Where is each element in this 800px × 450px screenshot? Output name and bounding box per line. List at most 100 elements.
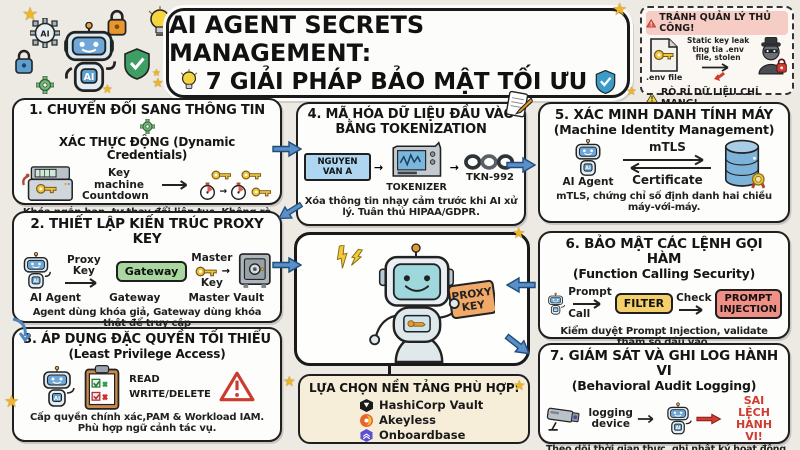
star-icon: ★ (4, 392, 20, 412)
svg-text:KEY: KEY (461, 299, 486, 314)
flow-arrow-p4-p5 (506, 156, 536, 174)
input-name-chip: NGUYEN VAN A (304, 153, 371, 182)
arrow-right-icon (702, 63, 729, 72)
arrow-right-icon (64, 277, 97, 288)
tokenizer-label: TOKENIZER (386, 182, 447, 194)
database-icon (725, 139, 766, 189)
panel4-title2: BẰNG TOKENIZATION (335, 121, 487, 137)
red-arrow-icon (696, 413, 722, 425)
gateway-chip: Gateway (115, 260, 188, 282)
padlock-blue-icon (15, 49, 33, 74)
logging-device-label: logging device (588, 406, 633, 431)
warning-triangle-icon (219, 371, 255, 402)
filter-chip: FILTER (614, 293, 674, 315)
star-icon: ★ (512, 224, 526, 242)
key-machine-icon (22, 166, 73, 202)
curved-red-arrow-icon (714, 71, 726, 81)
ai-gear-icon: AI (30, 18, 60, 48)
key-icon (211, 170, 231, 180)
panel-1-dynamic-credentials: 1. CHUYỂN ĐỔI SANG THÔNG TIN XÁC THỰC ĐỘ… (12, 98, 282, 230)
svg-text:AI: AI (554, 308, 557, 312)
key-icon (251, 187, 272, 197)
arrow-right-icon (162, 180, 188, 191)
certificate-label: Certificate (632, 172, 703, 187)
arrow-right-icon (573, 299, 601, 309)
title-line1: AI AGENT SECRETS MANAGEMENT: (169, 11, 425, 67)
panel7-title2: (Behavioral Audit Logging) (571, 378, 757, 394)
onboardbase-icon (360, 428, 373, 442)
warning-triangle-icon (646, 18, 656, 27)
flow-arrow-p2-center (272, 256, 302, 274)
warning-box: TRÁNH QUẢN LÝ THỦ CÔNG! .env file Static… (640, 6, 794, 109)
svg-text:AI: AI (675, 425, 680, 431)
shield-check-icon (595, 69, 616, 95)
panel-7-audit-logging: 7. GIÁM SÁT VÀ GHI LOG HÀNH VI (Behavior… (538, 343, 790, 450)
call-label: Call (568, 307, 591, 320)
key-icon (241, 170, 261, 180)
robot-icon: AI (548, 292, 566, 315)
key-icon (195, 266, 217, 277)
arrow-right-icon (678, 304, 703, 315)
warning-title: TRÁNH QUẢN LÝ THỦ CÔNG! (659, 12, 771, 34)
shield-check-icon (124, 48, 150, 80)
panel4-title1: 4. MÃ HÓA DỮ LIỆU ĐẦU VÀO (307, 107, 515, 122)
proxy-key-card: PROXY KEY (447, 279, 495, 320)
env-file-group: .env file (646, 37, 682, 82)
panel6-caption: Kiểm duyệt Prompt Injection, validate th… (560, 325, 768, 349)
panel4-caption: Xóa thông tin nhạy cảm trước khi AI xử l… (304, 195, 518, 219)
platform-item-hashicorp: HashiCorp Vault (360, 398, 483, 412)
title-box: AI AGENT SECRETS MANAGEMENT: 7 GIẢI PHÁP… (166, 8, 630, 98)
panel7-caption: Theo dõi thời gian thực, ghi nhật ký hoạ… (546, 444, 790, 450)
platform-item-akeyless: Akeyless (360, 413, 436, 427)
platform-box: LỰA CHỌN NỀN TẢNG PHÙ HỢP: HashiCorp Vau… (298, 374, 530, 444)
flow-arrow-p1-p4 (272, 140, 302, 158)
panel3-caption: Cấp quyền chính xác,PAM & Workload IAM. … (29, 411, 265, 435)
robot-icon: AI (666, 402, 692, 435)
master-vault-label: Master Vault (188, 292, 264, 305)
robot-icon: AI (23, 252, 51, 289)
gear-small-icon (36, 76, 54, 94)
tokenizer-machine-icon (392, 141, 442, 177)
panel3-title1: 3. ÁP DỤNG ĐẶC QUYỀN TỐI THIỂU (23, 332, 271, 347)
bidirectional-arrows-icon (623, 154, 712, 174)
vault-safe-icon (239, 253, 272, 289)
svg-text:AI: AI (40, 30, 49, 39)
robot-icon: AI (575, 139, 601, 176)
platform-title: LỰA CHỌN NỀN TẢNG PHÙ HỢP: (308, 381, 520, 395)
connector-line (388, 363, 391, 375)
center-robot-box: PROXY KEY (294, 232, 530, 366)
panel-3-least-privilege: 3. ÁP DỤNG ĐẶC QUYỀN TỐI THIỂU (Least Pr… (12, 327, 282, 442)
svg-text:AI: AI (585, 166, 591, 172)
check-label: Check (676, 292, 712, 305)
star-icon: ★ (513, 378, 526, 394)
panel3-title2: (Least Privilege Access) (68, 346, 226, 361)
warning-banner: TRÁNH QUẢN LÝ THỦ CÔNG! (646, 11, 788, 35)
key-machine-label: Key machine (94, 167, 144, 191)
env-file-icon (650, 38, 678, 72)
write-delete-label: WRITE/DELETE (129, 388, 211, 400)
panel6-title1: 6. BẢO MẬT CÁC LỆNH GỌI HÀM (565, 236, 763, 268)
main-robot: PROXY KEY (369, 243, 495, 364)
behavior-alert-label: SAI LỆCH HÀNH VI! (735, 393, 773, 444)
panel5-title2: (Machine Identity Management) (553, 122, 775, 138)
panel5-title1: 5. XÁC MINH DANH TÍNH MÁY (554, 107, 774, 123)
svg-text:PROXY: PROXY (451, 286, 493, 304)
lightbulb-icon (148, 6, 172, 36)
ai-agent-label: AI Agent (30, 292, 81, 305)
proxy-key-label: Proxy Key (66, 253, 101, 278)
notepad-pencil-icon (505, 90, 534, 118)
padlock-icon (107, 10, 127, 36)
robot-icon: AI (43, 365, 75, 407)
cctv-camera-icon (546, 407, 580, 431)
hashicorp-icon (360, 398, 373, 412)
title-line2: 7 GIẢI PHÁP BẢO MẬT TỐI ƯU (205, 69, 588, 95)
warning-note: Static key leak ting tia .env file, stol… (686, 36, 750, 63)
platform-item-onboardbase: Onboardbase (360, 428, 465, 442)
flow-arrow-p6-center (506, 276, 536, 294)
panel2-title: 2. THIẾT LẬP KIẾN TRÚC PROXY KEY (30, 216, 264, 248)
gateway-label: Gateway (109, 292, 161, 305)
hacker-icon (758, 37, 787, 75)
akeyless-icon (360, 413, 373, 427)
mascot-robot: AI (64, 22, 117, 92)
svg-text:AI: AI (84, 72, 95, 83)
